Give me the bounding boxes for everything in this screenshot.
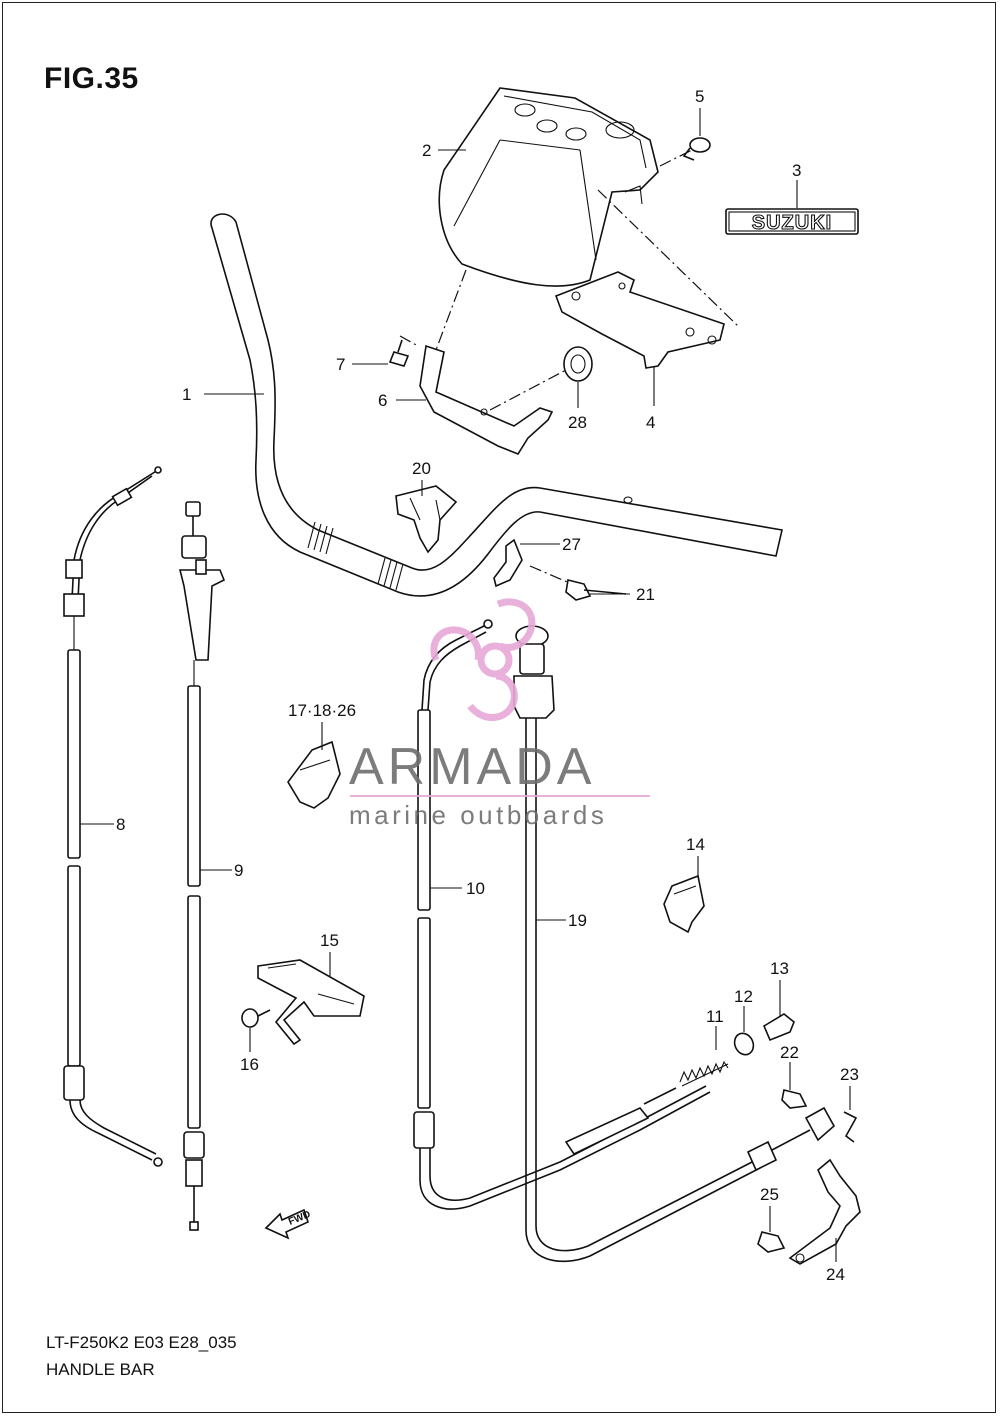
callout-7: 7 — [336, 355, 345, 374]
fwd-arrow-icon: FWD — [264, 1208, 312, 1240]
bolt-16[interactable] — [241, 1008, 271, 1028]
bolt-13[interactable] — [762, 1013, 795, 1042]
callout-9: 9 — [234, 861, 243, 880]
callout-5: 5 — [695, 87, 704, 106]
clamp-17-18-26[interactable] — [287, 740, 341, 809]
callout-21: 21 — [636, 585, 655, 604]
callout-22: 22 — [780, 1043, 799, 1062]
watermark-tagline: marine outboards — [349, 800, 607, 830]
callout-6: 6 — [378, 391, 387, 410]
suzuki-emblem[interactable]: SUZUKI — [725, 208, 859, 235]
callout-labels: 1 2 3 4 5 6 7 8 9 10 11 12 13 14 15 16 1… — [116, 87, 859, 1284]
leader-lines — [80, 108, 851, 1262]
handle-cover[interactable] — [438, 87, 659, 287]
propeller-logo-icon — [430, 598, 536, 721]
callout-10: 10 — [466, 879, 485, 898]
callout-3: 3 — [792, 161, 801, 180]
callout-13: 13 — [770, 959, 789, 978]
bracket-15[interactable] — [257, 959, 365, 1046]
callout-15: 15 — [320, 931, 339, 950]
watermark-brand: ARMADA — [349, 738, 595, 796]
figure-title: FIG.35 — [44, 62, 139, 95]
screw-7[interactable] — [388, 339, 410, 367]
holder-27[interactable] — [493, 538, 523, 588]
callout-11: 11 — [706, 1007, 724, 1026]
cover-bracket-6[interactable] — [419, 344, 554, 455]
bolt-25[interactable] — [757, 1231, 786, 1253]
callout-28: 28 — [568, 413, 587, 432]
callout-25: 25 — [760, 1185, 779, 1204]
model-code: LT-F250K2 E03 E28_035 — [46, 1333, 237, 1352]
callout-14: 14 — [686, 835, 705, 854]
section-name: HANDLE BAR — [46, 1360, 155, 1379]
cover-bracket[interactable] — [554, 271, 725, 369]
grommet[interactable] — [563, 346, 593, 382]
clamp-14[interactable] — [663, 874, 705, 934]
callout-23: 23 — [840, 1065, 859, 1084]
bolt-21[interactable] — [565, 579, 627, 601]
emblem-text: SUZUKI — [752, 212, 832, 234]
lever-24[interactable] — [788, 1158, 861, 1265]
callout-27: 27 — [562, 535, 581, 554]
callout-2: 2 — [422, 141, 431, 160]
callout-24: 24 — [826, 1265, 845, 1284]
callout-16: 16 — [240, 1055, 259, 1074]
handle-bar[interactable] — [210, 213, 783, 597]
spring-11[interactable] — [679, 1060, 729, 1087]
callout-19: 19 — [568, 911, 587, 930]
cable-10[interactable] — [413, 619, 711, 1210]
collar-12[interactable] — [731, 1030, 757, 1058]
clamp-20[interactable] — [395, 485, 458, 554]
callout-12: 12 — [734, 987, 753, 1006]
callout-4: 4 — [646, 413, 655, 432]
cable-9[interactable] — [178, 501, 226, 1231]
clip-23[interactable] — [843, 1111, 858, 1143]
screw-5[interactable] — [682, 137, 711, 161]
callout-20: 20 — [412, 459, 431, 478]
callout-8: 8 — [116, 815, 125, 834]
assembly-lines — [399, 149, 739, 585]
cable-19[interactable] — [513, 625, 836, 1263]
callout-1: 1 — [182, 385, 191, 404]
bolt-22[interactable] — [781, 1089, 808, 1109]
callout-17-18-26: 17·18·26 — [288, 701, 356, 720]
watermark: ARMADA marine outboards — [349, 598, 650, 830]
cable-8[interactable] — [63, 466, 163, 1167]
